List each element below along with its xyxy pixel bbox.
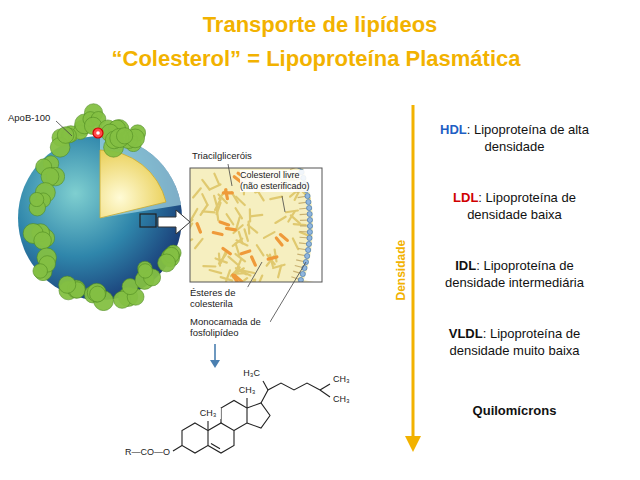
lipoprotein-entry: HDL: Lipoproteína de alta densidade [432,121,597,155]
lipoprotein-abbr: LDL [453,190,478,205]
chem-group: CH₃ [333,374,350,385]
down-arrow [210,344,220,368]
apob-protein [23,104,181,311]
axis-label: Densidade [394,230,408,310]
subtitle: “Colesterol” = Lipoproteína Plasmática [0,46,636,72]
lipoprotein-abbr: HDL [440,122,467,137]
chem-group: CH₃ [234,385,260,396]
lipoprotein-name: Quilomícrons [432,403,597,419]
lipoprotein-entry: LDL: Lipoproteína de densidade baixa [432,189,597,223]
lipoprotein-abbr: IDL [455,258,476,273]
membrane-inset [182,163,324,291]
lipoprotein-entry: IDL: Lipoproteína de densidade intermedi… [432,257,597,291]
title: Transporte de lipídeos [0,12,640,38]
leader-lines [56,121,306,322]
lipoprotein-entry: VLDL: Lipoproteína de densidade muito ba… [432,325,597,359]
lipoprotein-abbr: VLDL [449,326,483,341]
structural-formula [173,381,330,453]
chem-group: CH₃ [333,394,350,405]
part-label: Triacilgliceróis [192,150,252,161]
part-label: Monocamada de fosfolipídeo [190,316,270,339]
part-label: Colesterol livre (não esterificado) [240,170,318,192]
lipoprotein-desc: : Lipoproteína de alta densidade [467,122,589,154]
part-label: ApoB-100 [8,112,50,123]
lipoprotein-desc: : Lipoproteína de densidade baixa [467,190,576,222]
chem-group: CH₃ [195,408,221,419]
part-label: Ésteres de colesterila [190,287,252,310]
lipoprotein-particle [18,104,190,311]
chem-group: H₃C [232,368,260,379]
chem-group: R—CO—O [110,447,170,458]
